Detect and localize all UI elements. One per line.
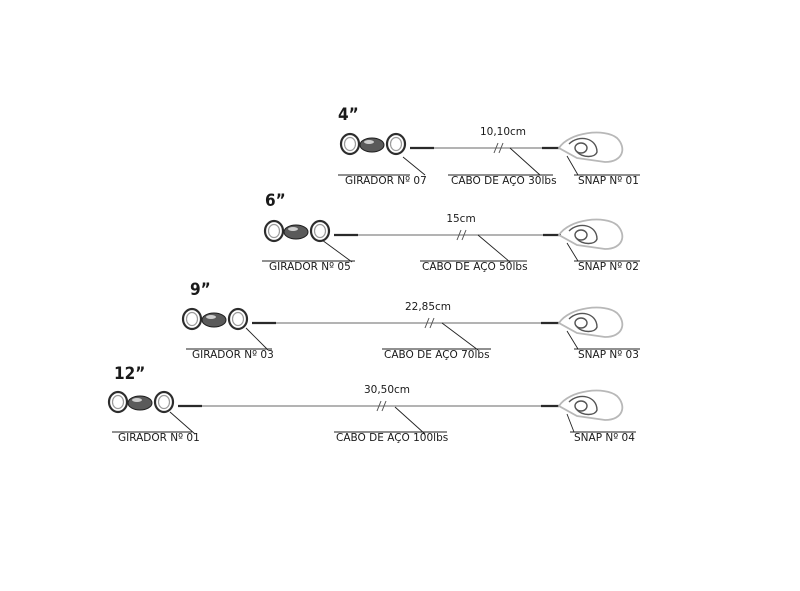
swivel-leader-line: [321, 239, 353, 263]
snap-eye-icon: [574, 400, 588, 412]
swivel-leader-line: [402, 156, 426, 176]
swivel-ring-icon: [343, 136, 357, 152]
break-mark: [456, 229, 462, 241]
snap-eye-icon: [574, 317, 588, 329]
barrel-highlight: [132, 398, 142, 402]
snap-leader-line: [566, 242, 579, 262]
break-mark: [461, 229, 467, 241]
snap-label: SNAP Nº 04: [574, 432, 635, 444]
swivel-ring-icon: [339, 132, 361, 156]
swivel-ring-icon: [313, 223, 327, 239]
swivel-ring-icon: [107, 390, 129, 414]
cable-leader-line: [441, 322, 479, 351]
swivel-barrel-icon: [127, 395, 153, 411]
snap-label: SNAP Nº 02: [578, 261, 639, 273]
snap-hook-icon: [568, 137, 598, 158]
swivel-ring-icon: [389, 136, 403, 152]
snap-leader-line: [566, 330, 579, 350]
snap-clip-icon: [557, 218, 624, 250]
cable-leader-line: [477, 234, 511, 263]
snap-hook-icon: [568, 395, 598, 416]
swivel-ring-icon: [231, 311, 245, 327]
swivel-ring-icon: [263, 219, 285, 243]
snap-eye-icon: [574, 229, 588, 241]
swivel-label: GIRADOR Nº 07: [345, 175, 427, 187]
break-mark: [429, 317, 435, 329]
swivel-barrel-icon: [359, 137, 385, 153]
swivel-barrel-icon: [201, 312, 227, 328]
cable-length-label: 15cm: [446, 213, 475, 225]
swivel-ring-icon: [157, 394, 171, 410]
rig-size-label: 4”: [338, 105, 359, 125]
barrel-highlight: [364, 140, 374, 144]
swivel-label: GIRADOR Nº 03: [192, 349, 274, 361]
break-mark: [493, 142, 499, 154]
snap-clip-icon: [557, 389, 624, 421]
break-mark: [498, 142, 504, 154]
barrel-highlight: [288, 227, 298, 231]
swivel-barrel-icon: [283, 224, 309, 240]
break-mark: [424, 317, 430, 329]
swivel-leader-line: [169, 411, 196, 435]
swivel-label: GIRADOR Nº 01: [118, 432, 200, 444]
cable-length-label: 10,10cm: [480, 126, 526, 138]
cable-leader-line: [509, 147, 541, 176]
swivel-ring-icon: [153, 390, 175, 414]
swivel-ring-icon: [111, 394, 125, 410]
cable-leader-line: [394, 406, 426, 435]
rig-size-label: 6”: [265, 191, 286, 211]
snap-clip-icon: [557, 306, 624, 338]
break-mark: [376, 400, 382, 412]
swivel-ring-icon: [309, 219, 331, 243]
swivel-ring-icon: [227, 307, 249, 331]
snap-leader-line: [566, 155, 579, 176]
snap-eye-icon: [574, 142, 588, 154]
snap-label: SNAP Nº 03: [578, 349, 639, 361]
cable-length-label: 30,50cm: [364, 384, 410, 396]
snap-label: SNAP Nº 01: [578, 175, 639, 187]
swivel-leader-line: [245, 327, 269, 351]
rig-size-label: 9”: [190, 280, 211, 300]
cable-length-label: 22,85cm: [405, 301, 451, 313]
swivel-ring-icon: [181, 307, 203, 331]
snap-hook-icon: [568, 312, 598, 333]
snap-clip-icon: [557, 131, 624, 163]
cable-label: CABO DE AÇO 30lbs: [451, 175, 557, 187]
swivel-ring-icon: [185, 311, 199, 327]
swivel-ring-icon: [385, 132, 407, 156]
snap-leader-line: [566, 413, 575, 433]
cable-label: CABO DE AÇO 70lbs: [384, 349, 490, 361]
cable-label: CABO DE AÇO 100lbs: [336, 432, 448, 444]
break-mark: [381, 400, 387, 412]
rig-size-label: 12”: [114, 364, 145, 384]
swivel-label: GIRADOR Nº 05: [269, 261, 351, 273]
swivel-ring-icon: [267, 223, 281, 239]
barrel-highlight: [206, 315, 216, 319]
snap-hook-icon: [568, 224, 598, 245]
cable-label: CABO DE AÇO 50lbs: [422, 261, 528, 273]
